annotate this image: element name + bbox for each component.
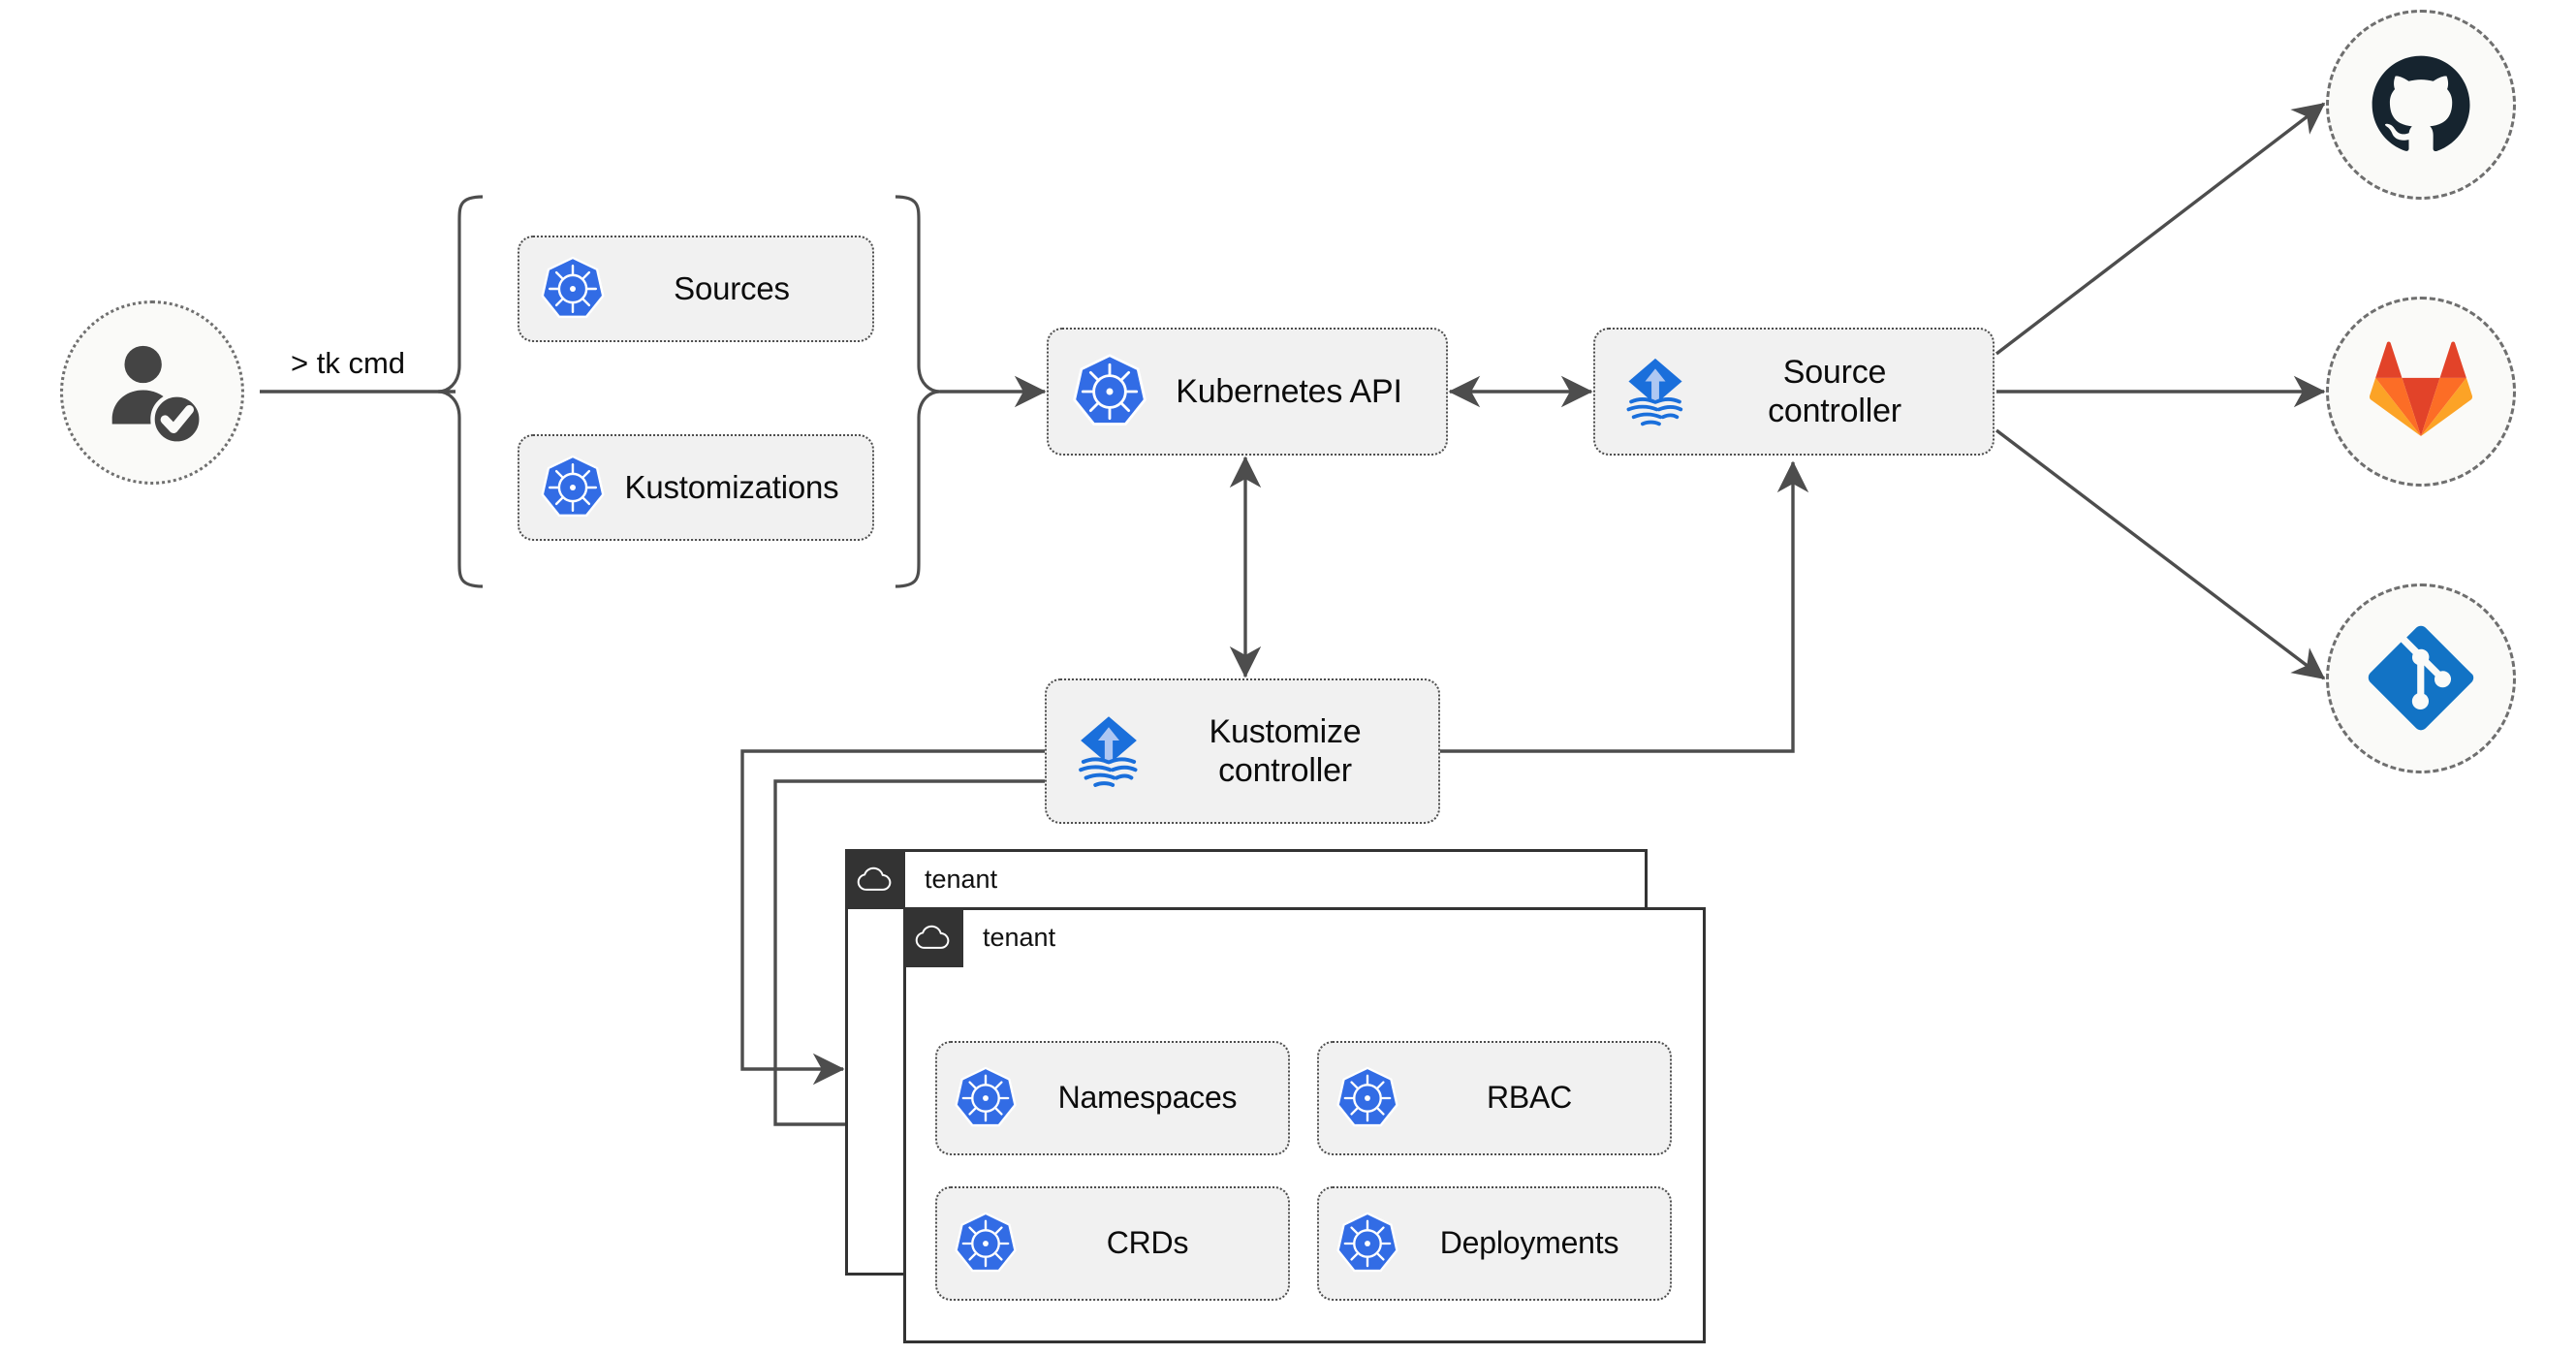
- card-kustomize-controller[interactable]: Kustomize controller: [1045, 678, 1440, 824]
- tenant-box-front[interactable]: tenant Namespaces: [903, 907, 1706, 1343]
- kubernetes-icon: [951, 1209, 1021, 1278]
- brace-right: [895, 195, 941, 588]
- user-verified-icon: [111, 345, 204, 446]
- tenant-header-front: tenant: [903, 907, 1055, 967]
- gitlab-icon: [2370, 341, 2472, 437]
- kubernetes-icon: [537, 452, 609, 523]
- kubernetes-icon: [1333, 1209, 1402, 1278]
- github-icon: [2372, 55, 2470, 152]
- card-kustomizations-label: Kustomizations: [624, 468, 839, 505]
- tenant-title-front: tenant: [983, 922, 1056, 952]
- user-avatar[interactable]: [60, 300, 244, 485]
- kubernetes-icon: [537, 253, 609, 325]
- wire-source-to-git: [1995, 428, 2326, 680]
- card-deployments-label: Deployments: [1439, 1225, 1619, 1261]
- repo-gitlab[interactable]: [2326, 297, 2516, 487]
- flux-icon: [1066, 709, 1151, 794]
- card-rbac-label: RBAC: [1486, 1080, 1573, 1116]
- cloud-icon: [845, 849, 905, 909]
- card-sources-label: Sources: [674, 269, 790, 306]
- brace-left: [437, 195, 484, 588]
- card-namespaces-label: Namespaces: [1057, 1080, 1238, 1116]
- card-kubernetes-api[interactable]: Kubernetes API: [1047, 328, 1448, 456]
- card-kubernetes-api-label: Kubernetes API: [1176, 372, 1402, 410]
- card-crds[interactable]: CRDs: [935, 1186, 1290, 1301]
- wire-kustomize-to-source-controller: [1439, 460, 1809, 753]
- git-icon: [2368, 625, 2474, 731]
- wire-source-to-github: [1995, 102, 2326, 356]
- card-rbac[interactable]: RBAC: [1317, 1041, 1672, 1155]
- kubernetes-icon: [951, 1063, 1021, 1133]
- card-sources[interactable]: Sources: [518, 236, 874, 342]
- kubernetes-icon: [1333, 1063, 1402, 1133]
- card-crds-label: CRDs: [1106, 1225, 1189, 1261]
- command-label: > tk cmd: [291, 346, 406, 380]
- tenant-header-back: tenant: [845, 849, 997, 909]
- cloud-icon: [903, 907, 963, 967]
- card-deployments[interactable]: Deployments: [1317, 1186, 1672, 1301]
- repo-git[interactable]: [2326, 583, 2516, 773]
- card-source-controller-label: Source controller: [1768, 353, 1901, 429]
- tenant-title-back: tenant: [925, 864, 998, 894]
- card-kustomizations[interactable]: Kustomizations: [518, 434, 874, 541]
- repo-github[interactable]: [2326, 10, 2516, 200]
- card-kustomize-controller-label: Kustomize controller: [1209, 712, 1362, 789]
- kubernetes-icon: [1068, 350, 1151, 433]
- card-source-controller[interactable]: Source controller: [1593, 328, 1995, 456]
- card-namespaces[interactable]: Namespaces: [935, 1041, 1290, 1155]
- flux-icon: [1615, 351, 1696, 432]
